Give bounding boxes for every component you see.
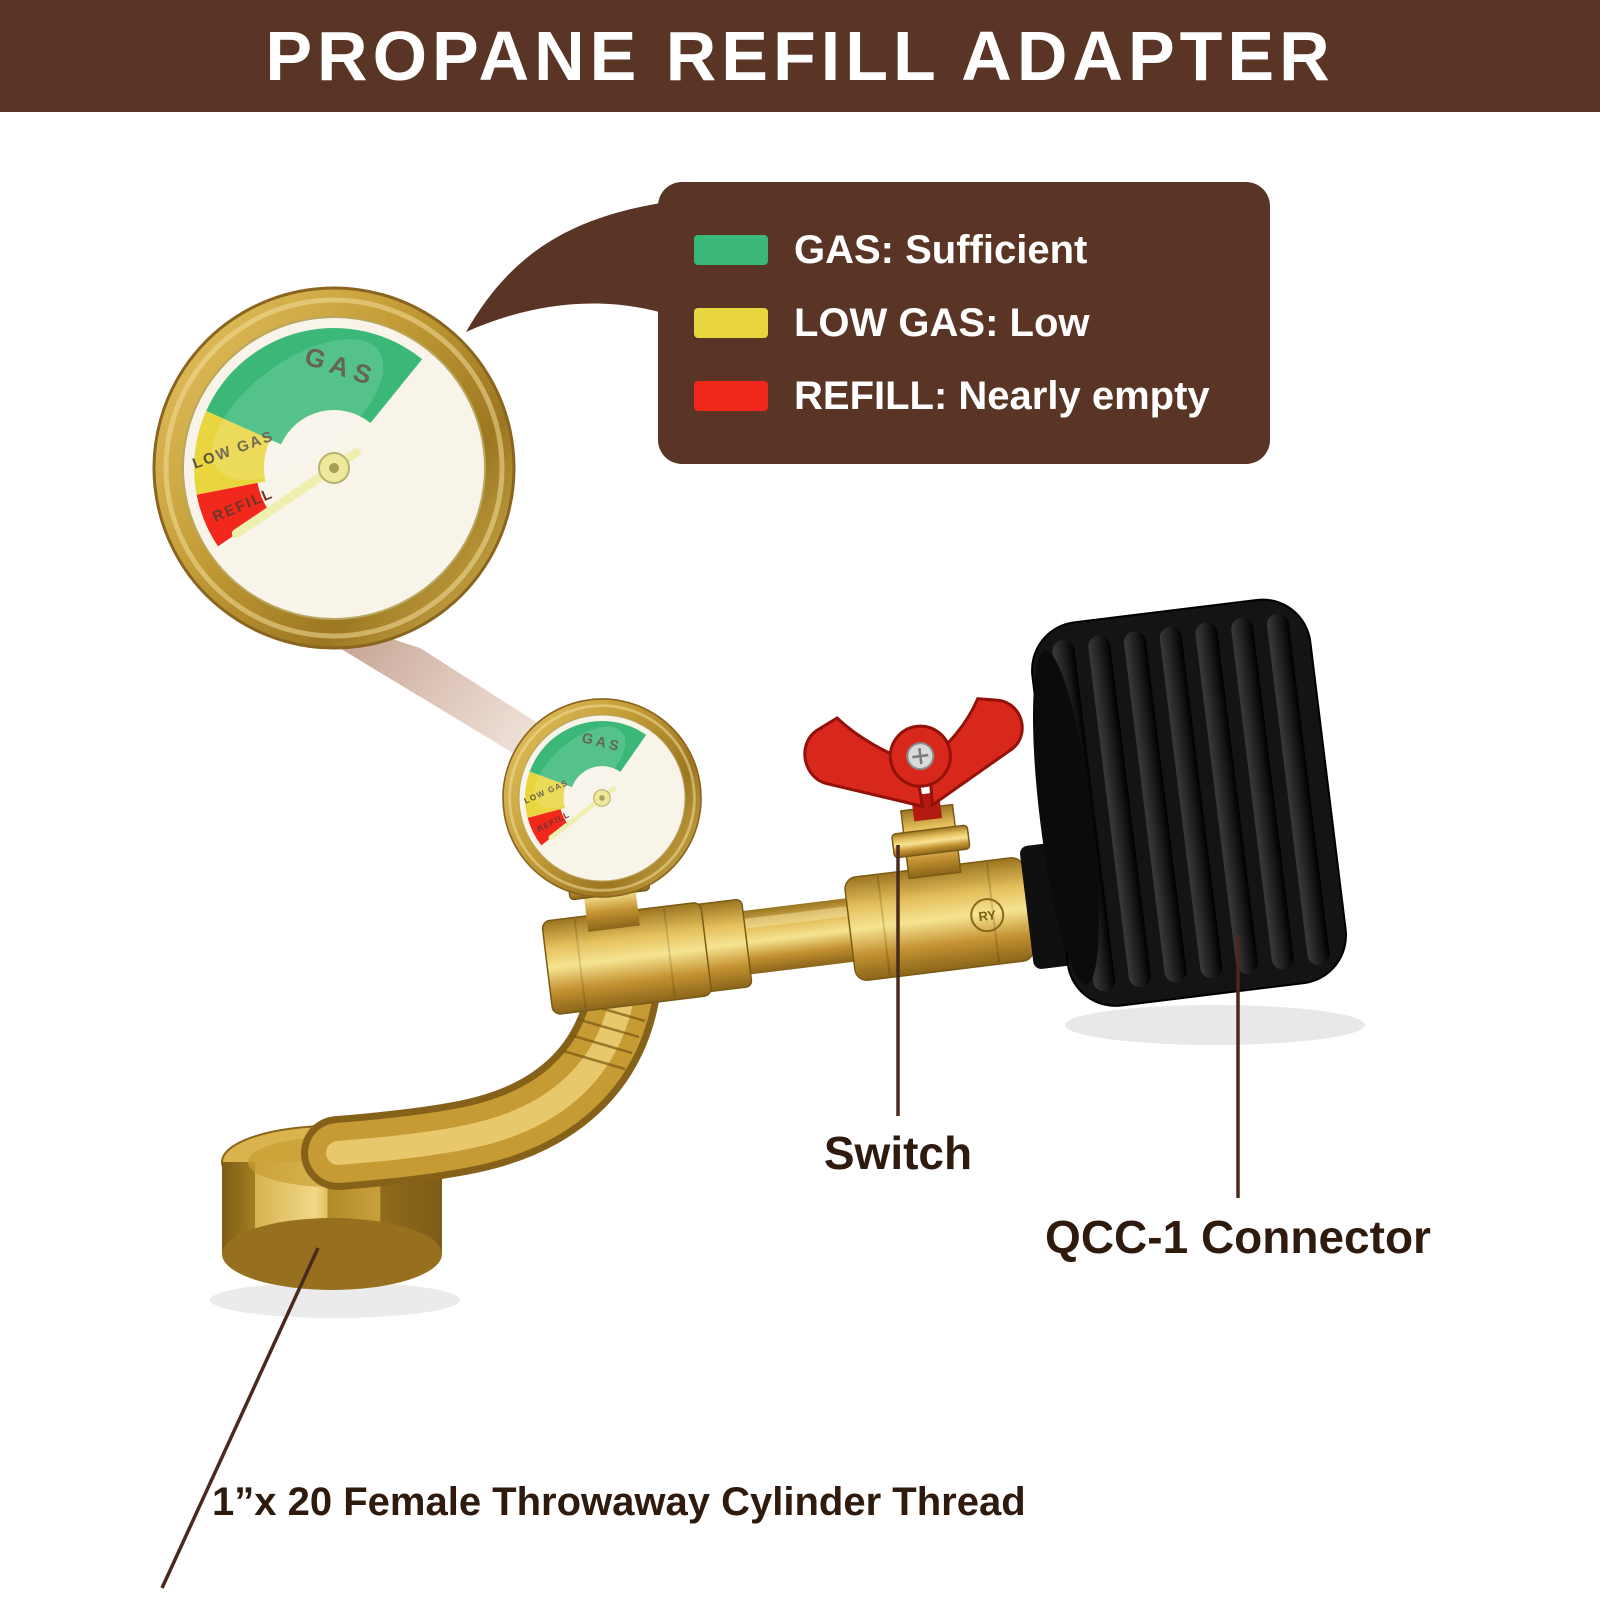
knob-shadow xyxy=(1065,1005,1365,1045)
callout-tail xyxy=(466,198,700,332)
stamp-ring xyxy=(970,898,1005,933)
lowgas-color-swatch xyxy=(694,308,768,338)
qcc-connector-label: QCC-1 Connector xyxy=(1045,1211,1431,1263)
leader-line-thread xyxy=(160,1247,320,1589)
adapter-body: RY xyxy=(541,598,1348,1015)
title-banner: PROPANE REFILL ADAPTER xyxy=(0,0,1600,112)
legend-label-gas: GAS: Sufficient xyxy=(794,227,1088,272)
legend-item-refill: REFILL: Nearly empty xyxy=(694,374,1270,419)
big-gauge xyxy=(136,270,532,666)
legend-callout: GAS: Sufficient LOW GAS: Low REFILL: Nea… xyxy=(658,182,1270,464)
elbow-pipe xyxy=(301,961,659,1190)
refill-color-swatch xyxy=(694,381,768,411)
elbow-threads xyxy=(562,1001,646,1071)
page-title: PROPANE REFILL ADAPTER xyxy=(265,17,1335,95)
brand-stamp: RY xyxy=(978,907,998,924)
leader-lines xyxy=(160,845,1240,1589)
valve-switch-handle xyxy=(803,697,1024,822)
gas-color-swatch xyxy=(694,235,768,265)
legend-label-lowgas: LOW GAS: Low xyxy=(794,300,1090,345)
switch-label: Switch xyxy=(823,1127,973,1179)
cylinder-thread-label: 1”x 20 Female Throwaway Cylinder Thread xyxy=(212,1480,1026,1524)
legend-item-lowgas: LOW GAS: Low xyxy=(694,301,1270,346)
legend-item-gas: GAS: Sufficient xyxy=(694,228,1270,273)
nut-shadow xyxy=(210,1282,460,1318)
legend-label-refill: REFILL: Nearly empty xyxy=(794,373,1210,418)
qcc-connector-knob xyxy=(1020,598,1348,1007)
